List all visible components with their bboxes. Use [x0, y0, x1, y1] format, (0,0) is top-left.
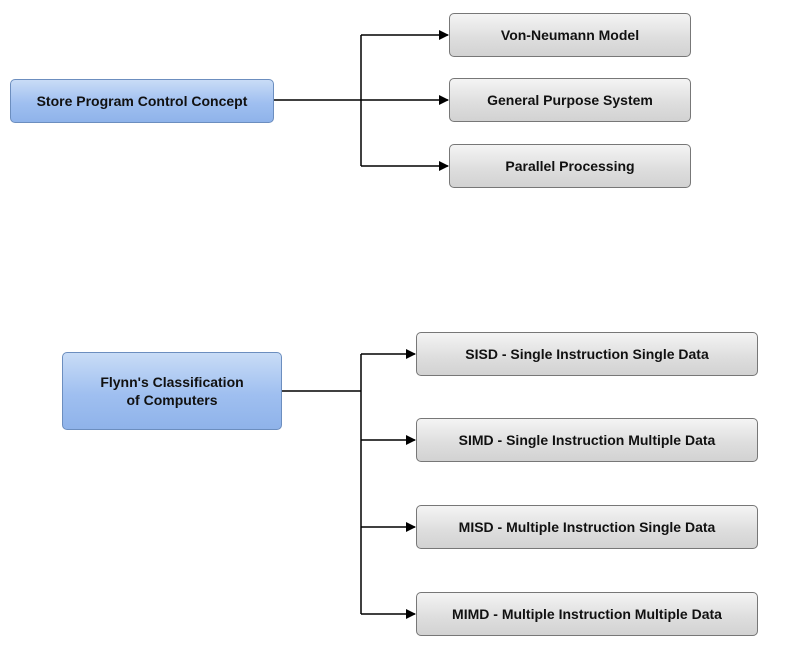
child-node-label: MIMD - Multiple Instruction Multiple Dat… — [452, 606, 722, 622]
child-node-general-purpose: General Purpose System — [449, 78, 691, 122]
root-node-flynns-classification: Flynn's Classification of Computers — [62, 352, 282, 430]
child-node-label: MISD - Multiple Instruction Single Data — [458, 519, 716, 535]
root-node-label: Store Program Control Concept — [36, 93, 248, 109]
child-node-label: General Purpose System — [487, 92, 653, 108]
child-node-parallel-processing: Parallel Processing — [449, 144, 691, 188]
root-node-store-program-control: Store Program Control Concept — [10, 79, 274, 123]
child-node-label: Parallel Processing — [505, 158, 635, 174]
child-node-von-neumann: Von-Neumann Model — [449, 13, 691, 57]
child-node-mimd: MIMD - Multiple Instruction Multiple Dat… — [416, 592, 758, 636]
child-node-simd: SIMD - Single Instruction Multiple Data — [416, 418, 758, 462]
root-node-label: Flynn's Classification of Computers — [100, 374, 244, 408]
child-node-label: Von-Neumann Model — [500, 27, 640, 43]
diagram-1-connectors — [274, 30, 449, 171]
child-node-label: SISD - Single Instruction Single Data — [465, 346, 709, 362]
child-node-misd: MISD - Multiple Instruction Single Data — [416, 505, 758, 549]
diagram-2-connectors — [282, 349, 416, 619]
child-node-label: SIMD - Single Instruction Multiple Data — [458, 432, 716, 448]
child-node-sisd: SISD - Single Instruction Single Data — [416, 332, 758, 376]
